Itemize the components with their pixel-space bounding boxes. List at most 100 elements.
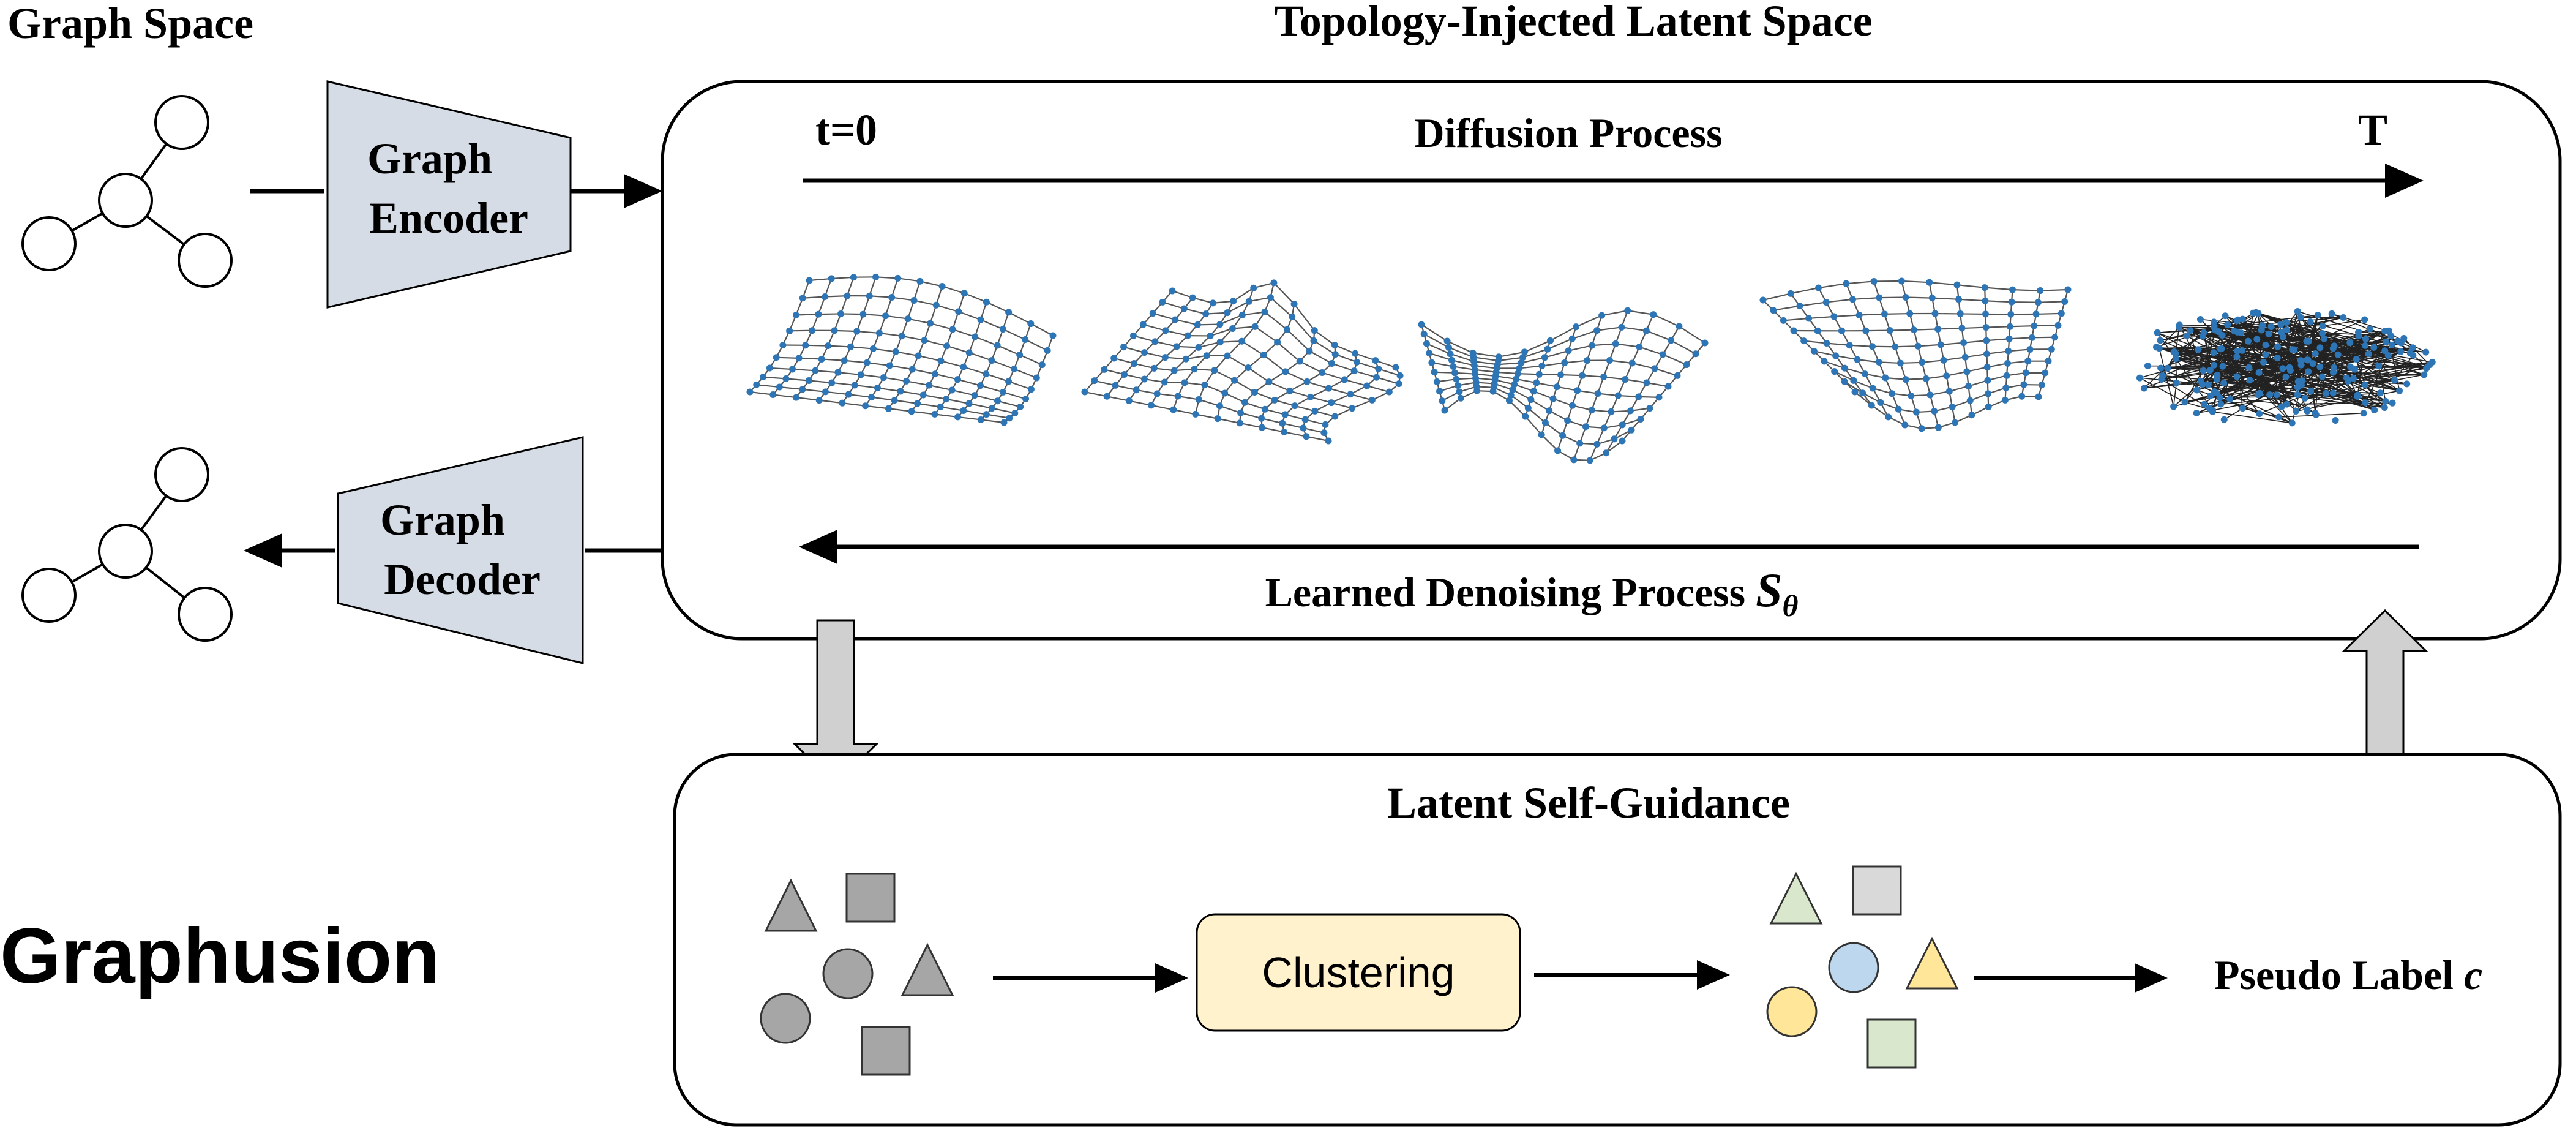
mesh-node <box>2421 371 2428 378</box>
mesh-edge <box>923 394 946 400</box>
mesh-node <box>2009 286 2016 293</box>
mesh-edge <box>1355 353 1376 361</box>
mesh-edge <box>1783 317 1809 321</box>
mesh-node <box>908 366 916 373</box>
mesh-node <box>2026 345 2034 353</box>
mesh-edge <box>1963 340 1986 344</box>
mesh-node <box>1139 321 1147 328</box>
mesh-edge <box>935 373 958 380</box>
mesh-node <box>1022 396 1030 403</box>
mesh-node <box>1983 337 1990 344</box>
mesh-edge <box>1524 416 1543 435</box>
mesh-edge <box>917 402 941 408</box>
latent-self-guidance-title: Latent Self-Guidance <box>1387 778 1790 827</box>
mesh-node <box>1549 395 1557 402</box>
mesh-node <box>1926 279 1933 286</box>
mesh-node <box>1328 399 1335 407</box>
mesh-node <box>805 377 812 385</box>
mesh-node <box>851 382 858 389</box>
mesh-edge <box>2369 328 2398 342</box>
mesh-node <box>1981 284 1988 291</box>
mesh-edge <box>2307 364 2430 410</box>
mesh-node <box>1945 388 1953 395</box>
mesh-node <box>1926 391 1934 399</box>
mesh-node <box>1535 370 1543 378</box>
mesh-node <box>1869 385 1876 392</box>
mesh-edge <box>1857 359 1879 363</box>
mesh-node <box>2211 361 2218 369</box>
mesh-edge <box>2278 412 2364 418</box>
mesh-edge <box>1862 392 1881 404</box>
encoder-label-line1: Graph <box>367 134 492 183</box>
mesh-edge <box>924 339 947 347</box>
mesh-node <box>1209 299 1216 307</box>
mesh-node <box>1934 325 1942 333</box>
mesh-edge <box>1157 393 1178 397</box>
mesh-edge <box>918 355 942 362</box>
mesh-node <box>1306 347 1313 355</box>
mesh-node <box>1161 378 1168 386</box>
mesh-edge <box>1592 343 1616 347</box>
mesh-node <box>1868 343 1876 350</box>
mesh-node <box>1881 310 1888 318</box>
t-end-label: T <box>2358 105 2387 154</box>
mesh-edge <box>957 416 981 421</box>
mesh-edge <box>1205 312 1227 315</box>
mesh-edge <box>911 410 935 415</box>
mesh-node <box>2294 391 2301 399</box>
mesh-node <box>828 275 835 282</box>
mesh-node <box>2375 363 2383 370</box>
mesh-node <box>1862 327 1870 334</box>
mesh-edge <box>1475 373 1496 377</box>
mesh-edge <box>1129 400 1151 406</box>
mesh-edge <box>1291 316 1314 342</box>
mesh-edge <box>1582 375 1604 378</box>
mesh-edge <box>981 419 1005 424</box>
mesh-node <box>2331 364 2338 371</box>
mesh-edge <box>1496 375 1516 380</box>
mesh-node <box>822 293 829 301</box>
mesh-node <box>2381 404 2388 412</box>
mesh-node <box>2351 366 2359 373</box>
mesh-node <box>1310 337 1317 344</box>
mesh-node <box>1636 344 1643 351</box>
mesh-edge <box>1516 378 1537 384</box>
mesh-node <box>1270 279 1278 287</box>
mesh-node <box>2141 385 2148 392</box>
mesh-edge <box>848 393 872 398</box>
mesh-node <box>931 410 938 418</box>
mesh-edge <box>802 388 826 393</box>
mesh-edge <box>1314 410 1335 418</box>
mesh-edge <box>1521 356 1545 364</box>
mesh-edge <box>2212 411 2293 424</box>
mesh-node <box>1522 413 1529 420</box>
mesh-edge <box>940 406 964 412</box>
mesh-edge <box>1568 345 1592 352</box>
mesh-node <box>1420 331 1428 338</box>
mesh-node <box>1207 332 1214 339</box>
mesh-edge <box>1966 366 1988 372</box>
mesh-node <box>1453 375 1460 383</box>
mesh-node <box>977 416 984 423</box>
mesh-node <box>1574 387 1581 394</box>
mesh-node <box>1956 310 1964 317</box>
mesh-node <box>898 333 905 340</box>
mesh-edge <box>2301 364 2347 378</box>
mesh-node <box>1192 410 1199 418</box>
mesh-edge <box>1254 326 1278 343</box>
mesh-edge <box>1030 323 1054 336</box>
mesh-node <box>2200 367 2207 374</box>
mesh-node <box>841 357 848 364</box>
clustering-box <box>1196 913 1521 1032</box>
mesh-node <box>1224 309 1231 317</box>
input-graph-icon <box>21 95 233 288</box>
mesh-node <box>2329 389 2337 397</box>
mesh-edge <box>792 368 815 372</box>
mesh-node <box>1000 419 1008 426</box>
mesh-node <box>983 411 990 418</box>
mesh-node <box>885 405 892 412</box>
mesh-node <box>863 359 871 366</box>
mesh-node <box>1843 280 1850 287</box>
mesh-node <box>1965 383 1972 390</box>
mesh-edge <box>1173 409 1196 415</box>
